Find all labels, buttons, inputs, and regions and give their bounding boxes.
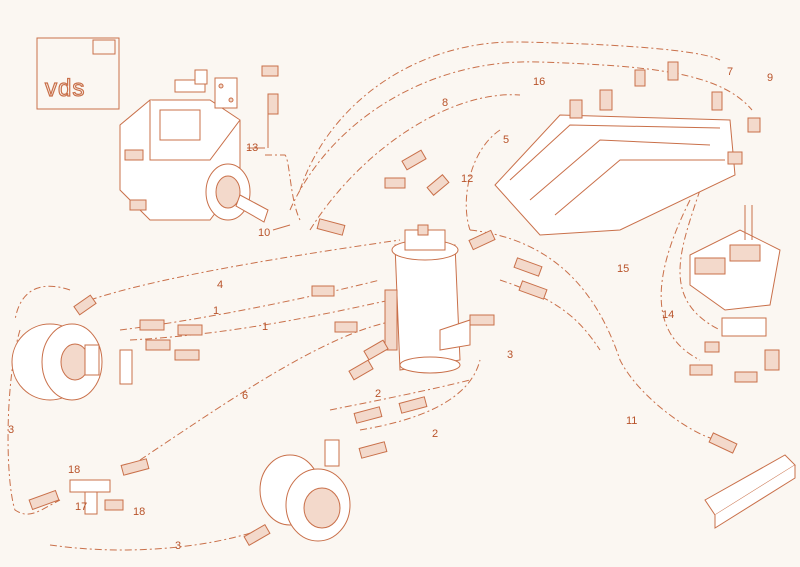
fittings-centre (311, 149, 548, 381)
right-plate (721, 317, 767, 337)
callout-18: 18 (68, 464, 80, 476)
callout-13: 13 (246, 142, 258, 154)
lower-fittings (324, 396, 428, 467)
callout-6: 6 (242, 390, 248, 402)
vds-logo: vds (36, 37, 120, 110)
callout-17: 17 (75, 501, 87, 513)
right-fittings (689, 341, 780, 383)
callout-10: 10 (258, 227, 270, 239)
callout-9: 9 (767, 72, 773, 84)
callout-15: 15 (617, 263, 629, 275)
callout-5: 5 (503, 134, 509, 146)
callout-2b: 2 (432, 428, 438, 440)
hose-routing (7, 41, 753, 551)
callout-12: 12 (461, 173, 473, 185)
callout-numbers: 4 1 1 6 2 2 3 3 3 5 7 8 9 10 11 12 13 14… (8, 66, 773, 552)
callout-18b: 18 (133, 506, 145, 518)
tee-fittings (28, 479, 124, 515)
callout-1b: 1 (262, 321, 268, 333)
leader-lines (247, 112, 291, 231)
callout-7: 7 (727, 66, 733, 78)
left-fittings (119, 319, 203, 476)
left-drive-motor (11, 294, 103, 401)
callout-3: 3 (507, 349, 513, 361)
callout-4: 4 (217, 279, 223, 291)
pedal-assembly (689, 205, 781, 311)
callout-3c: 3 (175, 540, 181, 552)
callout-14: 14 (662, 309, 674, 321)
fittings-top (261, 65, 279, 115)
logo-text: vds (45, 75, 85, 102)
pump-assembly (119, 69, 269, 223)
callout-16: 16 (533, 76, 545, 88)
control-valve-manifold (494, 61, 761, 236)
manifold-bar (704, 432, 796, 529)
small-plate (214, 77, 238, 109)
callout-8: 8 (442, 97, 448, 109)
central-valve-block (384, 224, 471, 374)
callout-1: 1 (213, 305, 219, 317)
callout-11: 11 (626, 415, 637, 427)
callout-2: 2 (375, 388, 381, 400)
callout-3b: 3 (8, 424, 14, 436)
lower-drive-motor (243, 454, 351, 547)
